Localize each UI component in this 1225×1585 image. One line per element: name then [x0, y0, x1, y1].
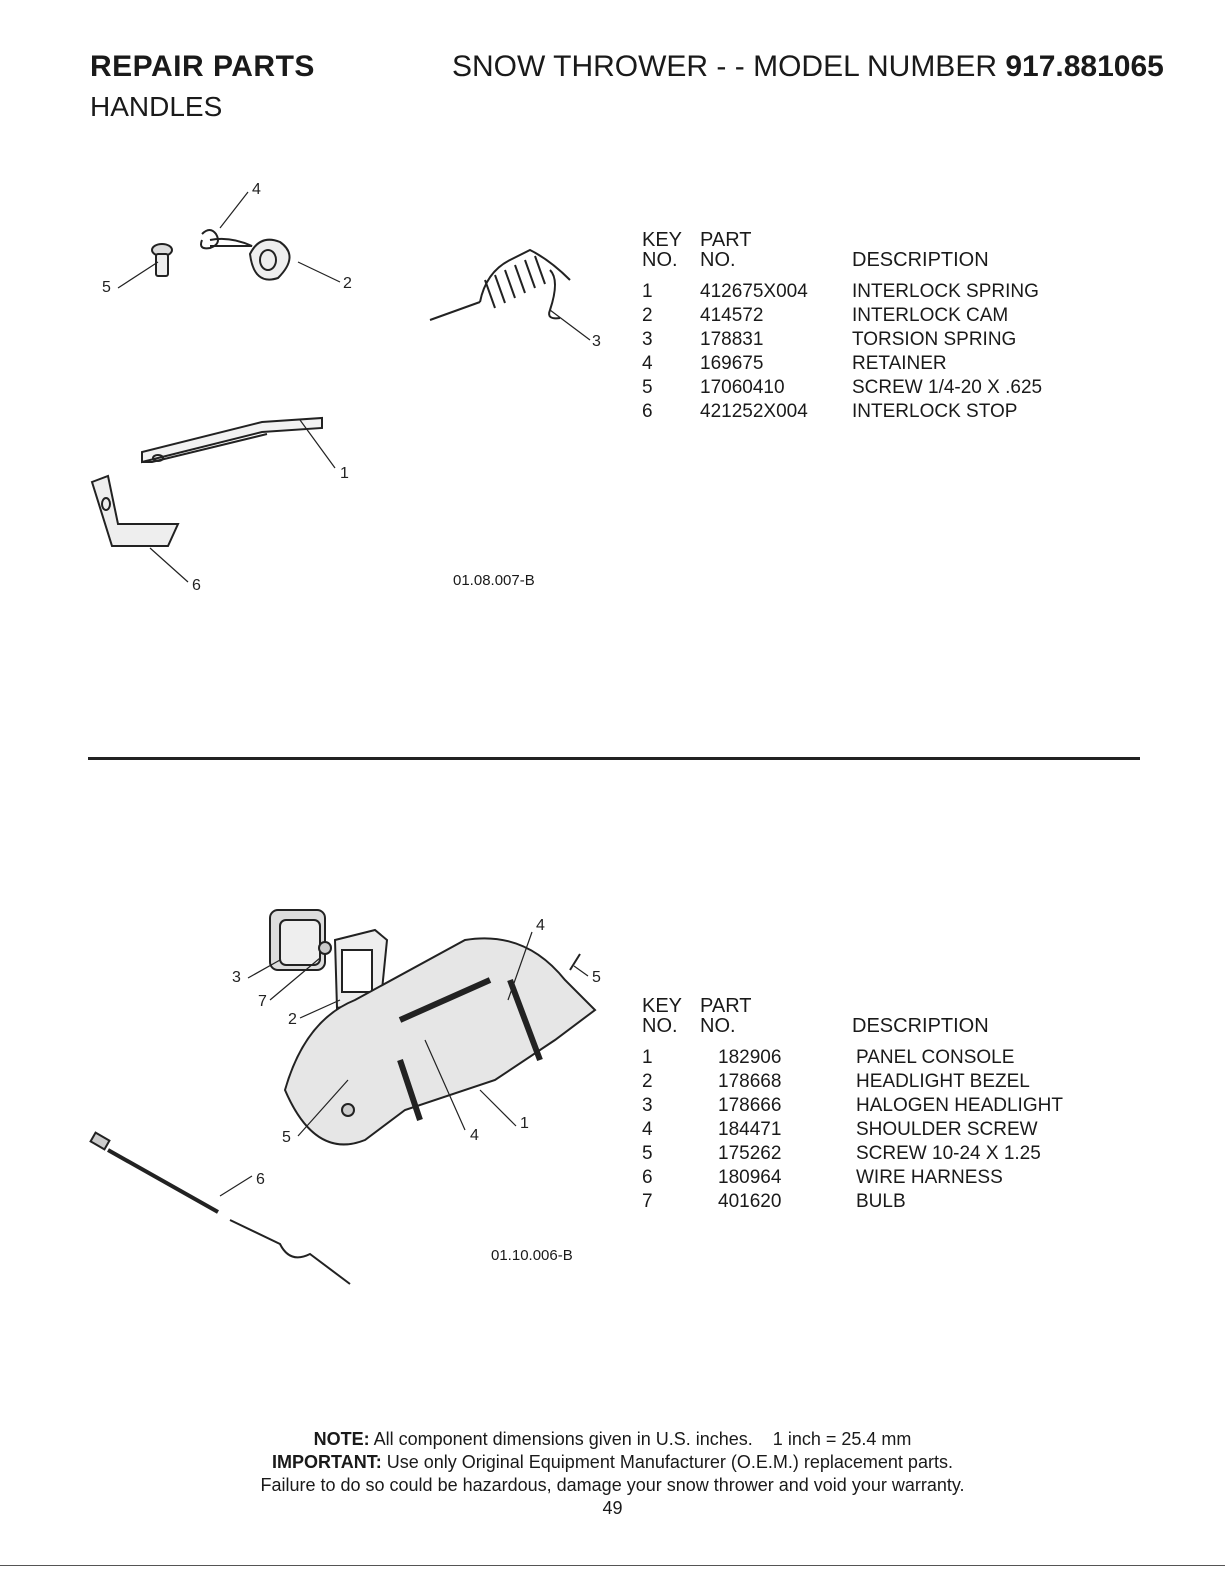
diagram-interlock-parts: 4 3 5 2 1 6 — [90, 181, 601, 594]
interlock-stop-illustration — [90, 474, 189, 583]
footer-warning: Failure to do so could be hazardous, dam… — [260, 1475, 965, 1495]
footer-note: NOTE: All component dimensions given in … — [0, 1428, 1225, 1450]
note-label: NOTE: — [313, 1429, 370, 1449]
callout-3: 3 — [232, 969, 241, 986]
callout-5-bottom: 5 — [282, 1129, 291, 1146]
screw-illustration — [569, 953, 589, 977]
section-title: HANDLES — [90, 91, 223, 122]
header-model-prefix: SNOW THROWER - - MODEL NUMBER — [452, 50, 997, 83]
callout-2: 2 — [288, 1011, 297, 1028]
callout-1: 1 — [520, 1115, 529, 1132]
footer-important: IMPORTANT: Use only Original Equipment M… — [0, 1451, 1225, 1473]
header-repair-parts: REPAIR PARTS — [90, 50, 315, 83]
callout-4: 4 — [252, 181, 261, 198]
screw-illustration — [117, 243, 173, 289]
bottom-rule — [0, 1565, 1225, 1566]
callout-7: 7 — [258, 993, 267, 1010]
figure-code-2: 01.10.006-B — [491, 1247, 573, 1264]
figure-code-1: 01.08.007-B — [453, 572, 535, 589]
diagram-console-parts: 3 7 2 1 4 4 5 5 6 — [89, 909, 601, 1285]
section-divider — [88, 757, 1140, 760]
interlock-spring-illustration — [141, 416, 336, 469]
important-label: IMPORTANT: — [272, 1452, 382, 1472]
retainer-illustration — [200, 191, 253, 250]
callout-4-bottom: 4 — [470, 1127, 479, 1144]
callout-6: 6 — [192, 577, 201, 594]
callout-2: 2 — [343, 275, 352, 292]
panel-console-illustration — [283, 937, 597, 1146]
callout-4-top: 4 — [536, 917, 545, 934]
wire-harness-illustration — [89, 1131, 351, 1285]
callout-5-top: 5 — [592, 969, 601, 986]
callout-3: 3 — [592, 333, 601, 350]
header-model-number: 917.881065 — [1005, 50, 1164, 83]
page-number: 49 — [602, 1498, 623, 1518]
torsion-spring-illustration — [429, 248, 591, 341]
callout-6: 6 — [256, 1171, 265, 1188]
important-text: Use only Original Equipment Manufacturer… — [386, 1452, 953, 1472]
header-description: DESCRIPTION — [852, 249, 989, 271]
header-description: DESCRIPTION — [852, 1015, 989, 1037]
interlock-cam-illustration — [248, 238, 341, 283]
halogen-headlight-illustration — [247, 909, 332, 979]
header-model-title: SNOW THROWER - - MODEL NUMBER 917.881065 — [452, 50, 1164, 84]
callout-5: 5 — [102, 279, 111, 296]
callout-1: 1 — [340, 465, 349, 482]
note-text: All component dimensions given in U.S. i… — [373, 1429, 912, 1449]
